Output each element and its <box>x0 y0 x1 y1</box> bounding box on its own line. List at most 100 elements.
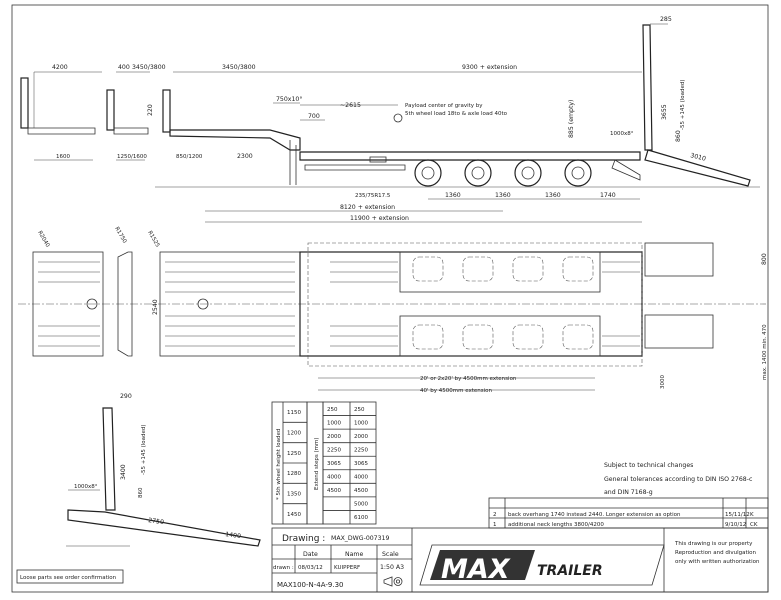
wheel <box>414 159 442 187</box>
dim-text: 1400 <box>225 531 242 540</box>
revision-date: 15/11/12 <box>725 512 750 518</box>
dim-text: 3655 <box>661 104 668 120</box>
dim-text: 1000x8° <box>74 484 98 490</box>
kingpin-icon <box>197 298 209 310</box>
table-cell: 250 <box>354 407 365 413</box>
dim-text: 885 (empty) <box>568 100 575 138</box>
dim-text: 290 <box>120 393 132 400</box>
wheel <box>464 159 492 187</box>
table-cell: 1200 <box>287 431 301 437</box>
dim-text: 400 <box>118 64 130 71</box>
note-line: General tolerances according to DIN ISO … <box>604 476 753 483</box>
dim-text: 235/75R17.5 <box>355 193 391 199</box>
table-cell: 4500 <box>327 488 341 494</box>
table-cell: 4000 <box>354 475 368 481</box>
ramp-detail-view: 290 3400 -55 +145 (loaded) 860 1000x8° 2… <box>66 393 261 547</box>
neck-variant-3800: 400 3450/3800 1250/1600 <box>106 64 166 161</box>
landing-leg <box>289 140 297 185</box>
property-note: This drawing is our property <box>674 541 753 547</box>
gooseneck-front <box>162 89 171 133</box>
dim-text: 220 <box>147 104 154 116</box>
dim-text: R2040 <box>36 230 50 249</box>
scale-header: Scale <box>382 551 399 558</box>
table-cell: 2000 <box>327 434 341 440</box>
dim-text: 3000 <box>660 375 666 389</box>
dim-text: 2300 <box>237 153 253 160</box>
drawing-number: MAX_DWG-007319 <box>331 535 389 542</box>
deck-slats <box>38 261 640 347</box>
neck-top-3800 <box>117 251 133 357</box>
dim-text: R1525 <box>146 230 160 249</box>
dim-text: 2540 <box>152 299 159 315</box>
logo-main-text: MAX <box>441 554 511 585</box>
table-cell: 6100 <box>354 515 368 521</box>
property-note: only with written authorization <box>675 559 760 565</box>
table-cell: 4000 <box>327 475 341 481</box>
table-cell: 1280 <box>287 471 301 477</box>
dim-text: 1360 <box>495 192 511 199</box>
ramp-top <box>644 242 714 277</box>
wheel <box>514 159 542 187</box>
ramp-top <box>644 314 714 349</box>
drawn-name: KUIPPERF <box>334 565 360 571</box>
date-header: Date <box>303 551 318 558</box>
table-cell: 1350 <box>287 492 301 498</box>
neck-top-4200 <box>32 251 104 357</box>
dim-text: 860 <box>675 130 682 142</box>
dim-text: 3010 <box>690 152 707 163</box>
dim-text: 700 <box>308 113 320 120</box>
dim-text: 1000x8° <box>610 131 634 137</box>
max-trailer-logo: MAX TRAILER <box>419 544 665 586</box>
drawing-border <box>11 4 769 593</box>
table-cell: 4500 <box>354 488 368 494</box>
ramp-lowered <box>644 149 751 187</box>
center-of-gravity-icon <box>393 113 403 123</box>
revision-text: additional neck lengths 3800/4200 <box>508 522 604 528</box>
table-cell: 1000 <box>327 420 341 426</box>
dim-text: 800 <box>761 253 768 265</box>
table-cell: 1250 <box>287 451 301 457</box>
dim-text: 860 <box>138 487 144 498</box>
loose-parts-note: Loose parts see order confirmation <box>20 575 117 581</box>
dim-text: 1360 <box>445 192 461 199</box>
table-cell: 2000 <box>354 434 368 440</box>
revision-author: K <box>750 512 754 518</box>
side-view: 4200 1600 400 3450/3800 1250/1600 220 <box>20 16 760 223</box>
dim-text: 285 <box>660 16 672 23</box>
name-header: Name <box>345 551 363 558</box>
note-line: Subject to technical changes <box>604 462 693 469</box>
table-cell: 2250 <box>354 447 368 453</box>
title-block: Drawing : MAX_DWG-007319 Date Name Scale… <box>271 527 769 593</box>
revision-date: 9/10/12 <box>725 522 746 528</box>
logo-sub-text: TRAILER <box>537 563 603 579</box>
dim-text: 1740 <box>600 192 616 199</box>
payload-note: 5th wheel load 18to & axle load 40to <box>405 111 508 117</box>
wheel <box>564 159 592 187</box>
dim-text: 2750 <box>148 517 165 526</box>
model-number: MAX100-N-4A-9.30 <box>277 581 343 589</box>
dim-text: R1750 <box>113 226 127 245</box>
table-label: Extend steps (mm) <box>314 437 320 490</box>
dim-text: 3400 <box>120 464 127 480</box>
top-view: R2040 R1750 R1525 2540 800 max. 1400 min… <box>18 226 768 394</box>
revision-author: CK <box>750 522 758 528</box>
table-cell: 250 <box>327 407 338 413</box>
projection-symbol-icon <box>383 576 403 587</box>
dim-text: 40' by 4500mm extension <box>420 388 493 394</box>
table-cell: 1450 <box>287 512 301 518</box>
fifth-wheel-table: * 5th wheel height loaded 11501200125012… <box>271 401 308 525</box>
dim-text: 4200 <box>52 64 68 71</box>
property-note: Reproduction and divulgation <box>675 550 757 556</box>
dim-text: 1600 <box>56 154 70 160</box>
loose-parts-box <box>16 569 124 584</box>
dim-text: 850/1200 <box>176 154 203 160</box>
dim-text: 20' or 2x20' by 4500mm extension <box>420 376 517 382</box>
scale-value: 1:50 A3 <box>380 564 404 571</box>
table-cell: 3065 <box>354 461 368 467</box>
revision-text: back overhang 1740 instead 2440. Longer … <box>508 512 681 518</box>
dim-text: max. 1400 min. 470 <box>762 324 768 380</box>
table-cell: 1150 <box>287 410 301 416</box>
revision-number: 2 <box>493 512 497 518</box>
